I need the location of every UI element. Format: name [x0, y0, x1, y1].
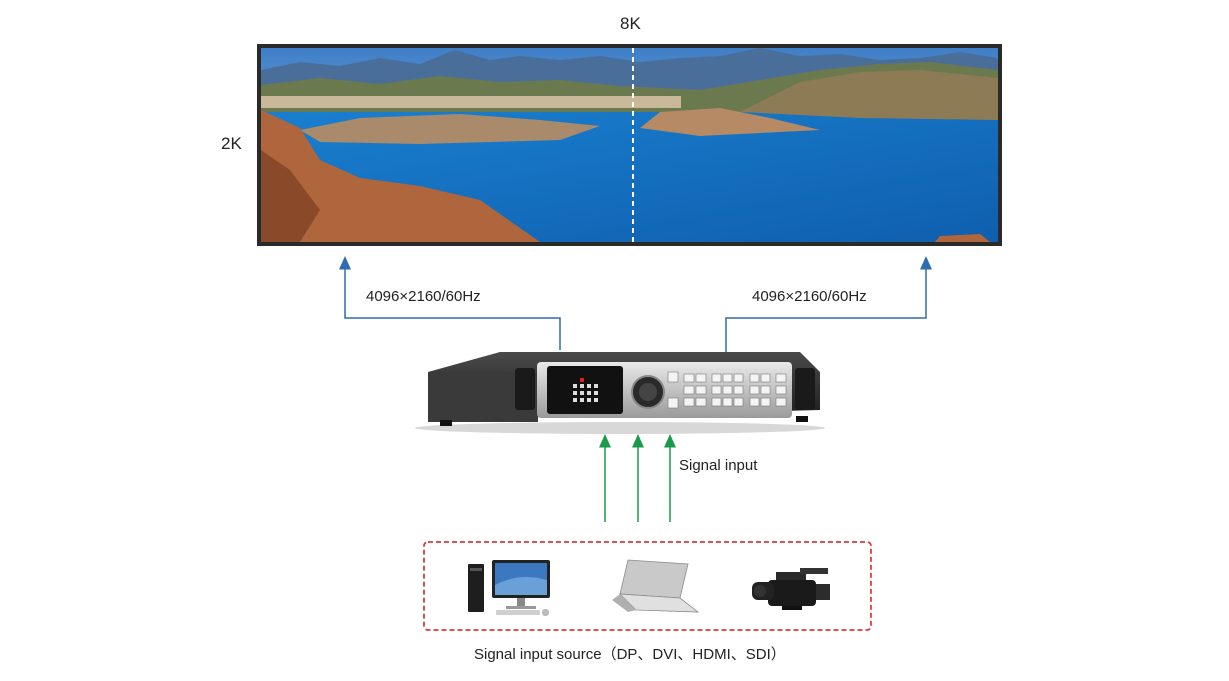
signal-source-box	[423, 541, 872, 631]
screen-resolution-label-8k: 8K	[620, 14, 641, 33]
output-arrow-right	[725, 256, 932, 362]
camcorder-icon	[752, 568, 830, 610]
signal-source-caption: Signal input source（DP、DVI、HDMI、SDI）	[474, 646, 786, 663]
desktop-computer-icon	[468, 560, 550, 616]
output-arrow-left	[339, 256, 561, 350]
output-resolution-left: 4096×2160/60Hz	[366, 288, 481, 305]
laptop-icon	[612, 559, 700, 613]
video-processor-icon	[415, 352, 825, 434]
output-resolution-right: 4096×2160/60Hz	[752, 288, 867, 305]
screen-height-label-2k: 2K	[221, 134, 242, 153]
led-screen	[257, 44, 1002, 246]
signal-input-label: Signal input	[679, 457, 758, 474]
